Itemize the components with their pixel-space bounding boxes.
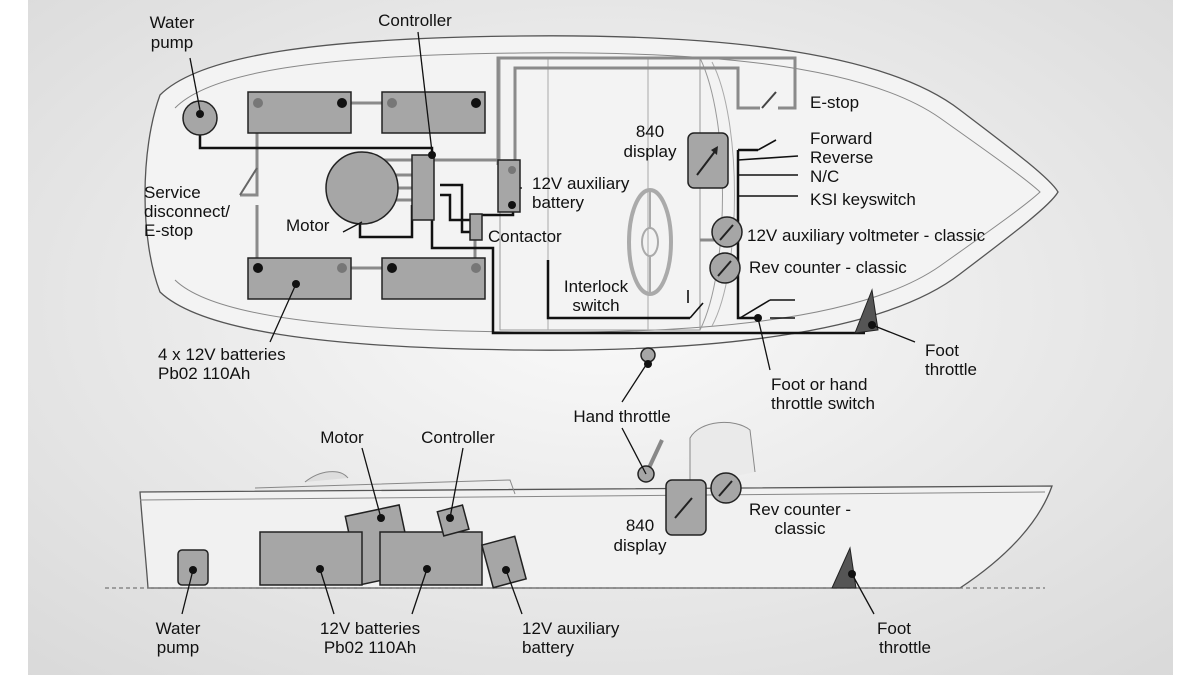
label-water-pump-top-l2: pump xyxy=(151,33,194,52)
battery-3 xyxy=(247,257,352,300)
selector-switch-lines xyxy=(687,139,799,319)
aux-battery-terminal xyxy=(508,166,516,174)
side-view: Motor Controller 840 display Rev counter… xyxy=(105,421,1053,657)
label-forward: Forward xyxy=(810,129,872,148)
gauge-needle xyxy=(719,224,734,241)
battery-4 xyxy=(381,257,486,300)
label-foot-throttle-top-l1: Foot xyxy=(925,341,959,360)
label-840-display-top-l1: 840 xyxy=(636,122,664,141)
label-840-display-side-l2: display xyxy=(614,536,667,555)
label-rev-counter-side-l2: classic xyxy=(774,519,826,538)
deck-line-side xyxy=(254,479,516,495)
label-water-pump-top-l1: Water xyxy=(150,13,195,32)
battery-2 xyxy=(381,91,486,134)
label-ksi-keyswitch: KSI keyswitch xyxy=(810,190,916,209)
label-aux-battery-top-l2: battery xyxy=(532,193,584,212)
label-foot-throttle-side-l1: Foot xyxy=(877,619,911,638)
cleat xyxy=(304,471,349,483)
windscreen-outline xyxy=(699,57,723,331)
controller-top xyxy=(411,154,435,221)
label-foot-throttle-side-l2: throttle xyxy=(879,638,931,657)
windscreen-inner xyxy=(711,61,735,327)
label-aux-battery-side-l2: battery xyxy=(522,638,574,657)
label-aux-battery-top-l1: 12V auxiliary xyxy=(532,174,630,193)
rev-counter-side-needle xyxy=(718,480,733,497)
estop-switch xyxy=(761,91,777,109)
aux-battery-terminal xyxy=(508,201,516,209)
label-foot-hand-switch-l1: Foot or hand xyxy=(771,375,867,394)
label-service-disconnect-l2: disconnect/ xyxy=(144,202,230,221)
seat-side xyxy=(689,421,756,485)
label-service-disconnect-l1: Service xyxy=(144,183,201,202)
display-needle-head xyxy=(711,146,718,155)
label-hand-throttle: Hand throttle xyxy=(573,407,670,426)
label-rev-counter-side-l1: Rev counter - xyxy=(749,500,851,519)
throttle-lever xyxy=(646,439,664,471)
label-voltmeter: 12V auxiliary voltmeter - classic xyxy=(747,226,986,245)
label-batteries-side-l1: 12V batteries xyxy=(320,619,420,638)
label-840-display-side-l1: 840 xyxy=(626,516,654,535)
label-interlock-l1: Interlock xyxy=(564,277,629,296)
label-contactor: Contactor xyxy=(488,227,562,246)
label-interlock-l2: switch xyxy=(572,296,619,315)
motor-top xyxy=(325,151,399,225)
label-foot-hand-switch-l2: throttle switch xyxy=(771,394,875,413)
label-foot-throttle-top-l2: throttle xyxy=(925,360,977,379)
controller-terminal xyxy=(428,151,436,159)
water-pump-terminal xyxy=(196,110,204,118)
gauge-needle xyxy=(717,260,732,277)
label-water-pump-side-l1: Water xyxy=(156,619,201,638)
label-motor-top: Motor xyxy=(286,216,330,235)
label-motor-side: Motor xyxy=(320,428,364,447)
display-side-needle xyxy=(674,497,693,519)
battery-terminals xyxy=(253,98,481,273)
leader-lines-top xyxy=(189,31,916,403)
service-disconnect-switch xyxy=(239,167,258,196)
hull-outline-top xyxy=(144,35,1059,351)
foot-throttle-side xyxy=(831,546,857,589)
display-840-side xyxy=(665,479,707,536)
battery-1 xyxy=(247,91,352,134)
label-water-pump-side-l2: pump xyxy=(157,638,200,657)
label-batteries-side-l2: Pb02 110Ah xyxy=(324,638,416,657)
label-service-disconnect-l3: E-stop xyxy=(144,221,193,240)
label-batteries-top-l1: 4 x 12V batteries xyxy=(158,345,286,364)
label-controller-side: Controller xyxy=(421,428,495,447)
label-controller-top: Controller xyxy=(378,11,452,30)
label-nc: N/C xyxy=(810,167,839,186)
gunwale-line xyxy=(139,491,1046,501)
top-view: Water pump Controller E-stop 840 display… xyxy=(144,11,1059,426)
label-aux-battery-side-l1: 12V auxiliary xyxy=(522,619,620,638)
leader-lines-side xyxy=(181,427,875,615)
aux-battery-side xyxy=(480,535,528,589)
batteries-side-2 xyxy=(379,531,483,586)
hand-throttle-top xyxy=(640,347,656,363)
batteries-side-1 xyxy=(259,531,363,586)
label-batteries-top-l2: Pb02 110Ah xyxy=(158,364,250,383)
label-reverse: Reverse xyxy=(810,148,873,167)
label-840-display-top-l2: display xyxy=(624,142,677,161)
label-rev-counter-top: Rev counter - classic xyxy=(749,258,907,277)
leader-dots-top xyxy=(292,280,876,368)
display-needle xyxy=(696,149,717,176)
contactor xyxy=(469,213,483,241)
label-estop: E-stop xyxy=(810,93,859,112)
